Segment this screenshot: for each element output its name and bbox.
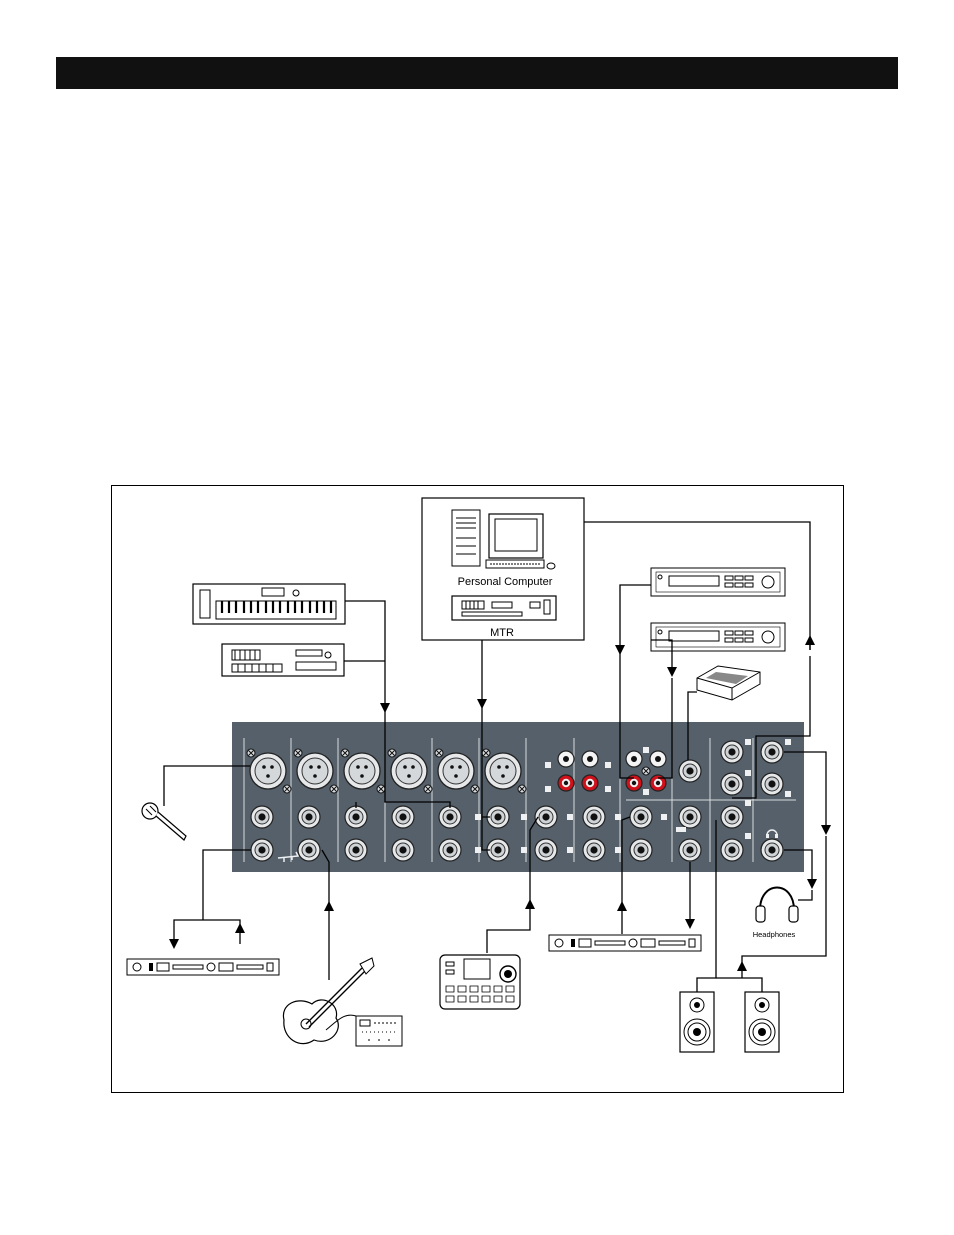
drum-machine-icon bbox=[440, 955, 520, 1009]
cd-player-icon bbox=[651, 568, 785, 596]
effects-rack-icon bbox=[127, 959, 279, 975]
personal-computer-icon bbox=[452, 510, 555, 569]
headphones-icon bbox=[756, 888, 798, 923]
microphone-icon bbox=[142, 803, 186, 840]
cd-player-icon bbox=[651, 623, 785, 651]
keyboard-synth-icon bbox=[193, 584, 345, 624]
sound-module-icon bbox=[222, 644, 344, 676]
personal-computer-label: Personal Computer bbox=[458, 576, 553, 588]
speaker-icon bbox=[680, 992, 714, 1052]
mtr-icon bbox=[452, 596, 556, 620]
headphones-label: Headphones bbox=[753, 930, 796, 939]
effects-rack-icon bbox=[549, 935, 701, 951]
speaker-icon bbox=[745, 992, 779, 1052]
mtr-label: MTR bbox=[490, 627, 514, 639]
stomp-pedal-icon bbox=[697, 666, 760, 700]
